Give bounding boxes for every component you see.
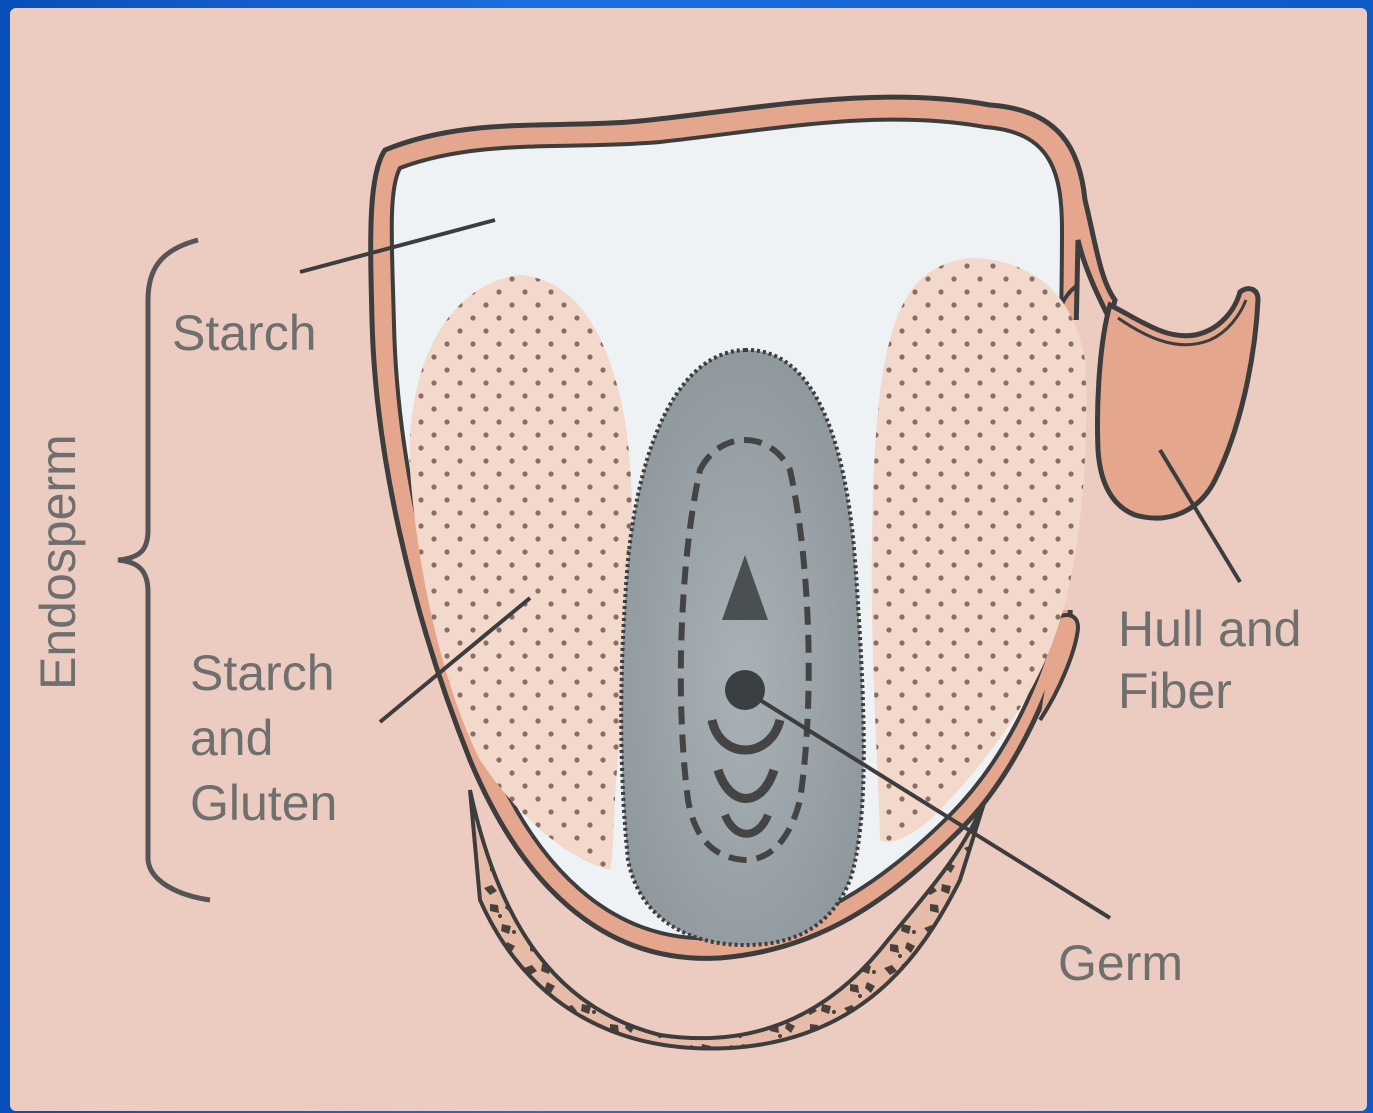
germ-embryo-dot (725, 670, 765, 710)
starch-gluten-label-line2: and (190, 710, 273, 766)
starch-gluten-label-line1: Starch (190, 645, 335, 701)
starch-gluten-label-line3: Gluten (190, 775, 337, 831)
starch-label: Starch (172, 305, 317, 361)
germ-label: Germ (1058, 935, 1183, 991)
hull-label-line1: Hull and (1118, 601, 1301, 657)
endosperm-label: Endosperm (30, 434, 86, 690)
germ (621, 350, 864, 945)
hull-label-line2: Fiber (1118, 663, 1232, 719)
